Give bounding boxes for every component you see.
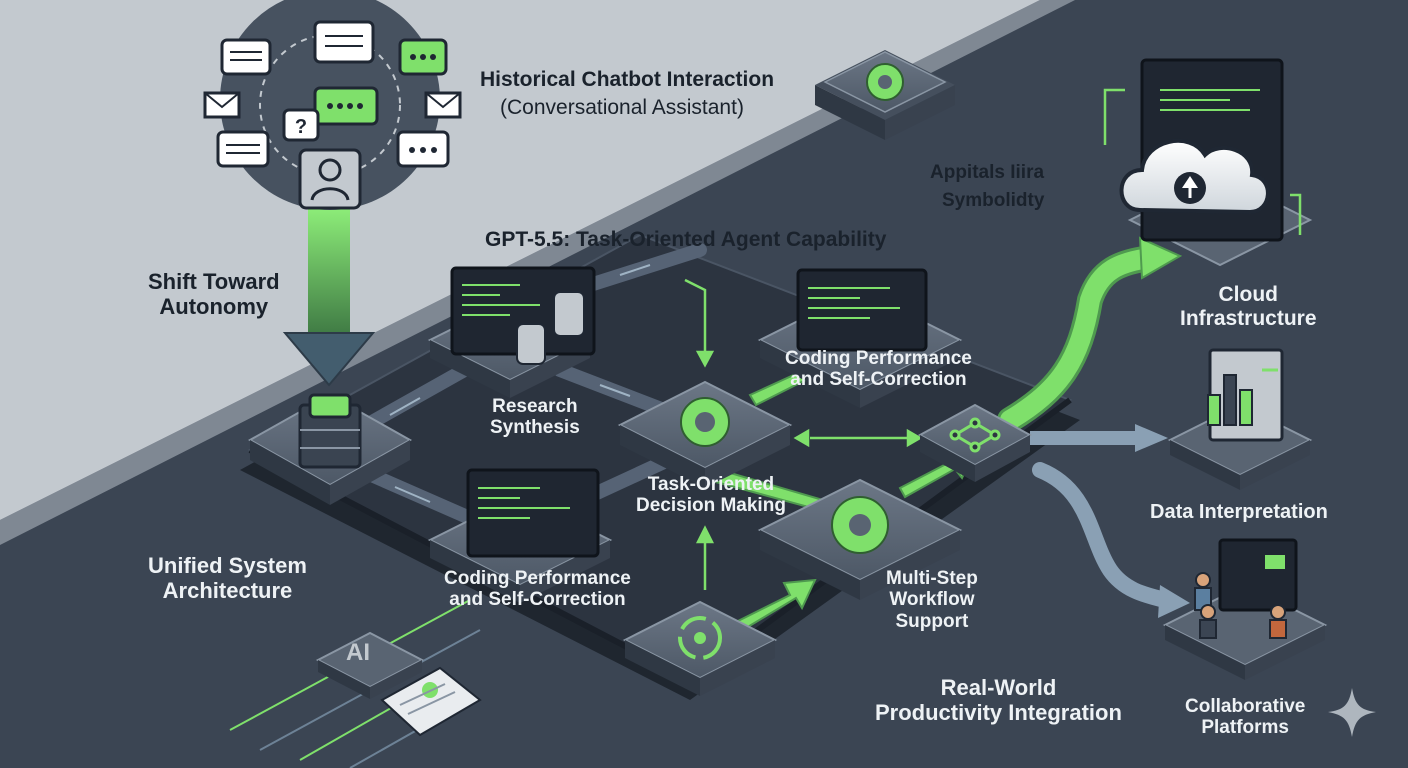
multistep-gear-tile <box>757 478 963 600</box>
database-icon <box>298 393 362 469</box>
historical-title: Historical Chatbot Interaction <box>480 68 775 91</box>
coding-top-line2: and Self-Correction <box>790 369 967 391</box>
network-tile <box>917 403 1033 482</box>
chat-bubble-icon <box>396 130 450 168</box>
sparkle-icon <box>1328 688 1376 737</box>
unified-line2: Architecture <box>162 577 293 603</box>
coding-bottom-line2: and Self-Correction <box>449 589 626 611</box>
coding-bottom-tile <box>427 468 613 603</box>
appitals-label: Appitals Iiira <box>930 162 1045 183</box>
database-tile <box>247 393 413 505</box>
symbolidty-label: Symbolidty <box>942 190 1045 211</box>
cloud-infrastructure-node <box>1103 58 1313 267</box>
collaborators-icon <box>1194 572 1287 639</box>
multistep-line2: Workflow <box>889 589 975 611</box>
task-line2: Decision Making <box>636 495 786 517</box>
cloud-upload-icon <box>1119 138 1270 215</box>
coding-top-line1: Coding Performance <box>785 348 972 369</box>
data-interpretation-node <box>1167 348 1313 490</box>
database-icon <box>516 291 585 365</box>
gear-icon <box>831 496 889 554</box>
multistep-line1: Multi-Step <box>886 568 978 589</box>
realworld-line2: Productivity Integration <box>875 699 1122 725</box>
chat-bubble-icon <box>216 130 270 168</box>
cloud-line1: Cloud <box>1218 283 1278 306</box>
user-icon <box>298 148 362 210</box>
multistep-line3: Support <box>895 610 969 632</box>
envelope-icon <box>203 91 241 119</box>
output-arrows <box>997 236 1190 618</box>
code-window-icon <box>796 268 928 352</box>
realworld-label: Real-World Productivity Integration <box>875 675 1122 725</box>
research-line2: Synthesis <box>490 417 580 439</box>
connector-highlights <box>389 264 651 503</box>
historical-subtitle: (Conversational Assistant) <box>500 96 744 119</box>
unified-line1: Unified System <box>148 553 307 578</box>
collaborative-platforms-node <box>1162 538 1328 680</box>
envelope-icon <box>424 91 462 119</box>
autonomy-arrow <box>282 205 376 387</box>
cycle-tile <box>622 600 778 696</box>
cloud-line2: Infrastructure <box>1180 306 1317 330</box>
bar-chart-icon <box>1207 374 1253 426</box>
cloud-label: Cloud Infrastructure <box>1180 283 1317 330</box>
question-bubble-icon: ? <box>282 108 320 142</box>
document-icon <box>380 666 482 737</box>
coding-top-label: Coding Performance and Self-Correction <box>785 348 972 391</box>
shift-label: Shift Toward Autonomy <box>148 269 280 319</box>
chat-bubble-icon <box>220 38 272 76</box>
collab-line2: Platforms <box>1201 717 1289 739</box>
data-interpretation-label: Data Interpretation <box>1150 501 1328 523</box>
ai-badge: AI <box>346 639 370 666</box>
gear-icon <box>866 63 904 101</box>
shift-line2: Autonomy <box>159 293 269 319</box>
coding-bottom-line1: Coding Performance <box>444 568 631 589</box>
decision-gear-tile <box>617 380 793 488</box>
chat-bubble-icon <box>313 20 375 64</box>
task-label: Task-Oriented Decision Making <box>636 474 786 517</box>
unified-label: Unified System Architecture <box>148 553 307 603</box>
ai-input-area <box>229 599 482 768</box>
gear-tile-top <box>815 50 955 140</box>
historical-chatbot-cluster: ? <box>203 0 462 210</box>
coding-bottom-label: Coding Performance and Self-Correction <box>444 568 631 611</box>
coding-top-tile <box>757 268 963 408</box>
collab-label: Collaborative Platforms <box>1185 696 1305 739</box>
code-window-icon <box>466 468 600 558</box>
gear-icon <box>680 397 730 447</box>
research-line1: Research <box>492 396 578 417</box>
multistep-label: Multi-Step Workflow Support <box>886 568 978 632</box>
research-tile <box>427 266 596 398</box>
collab-line1: Collaborative <box>1185 696 1306 717</box>
task-line1: Task-Oriented <box>647 474 775 495</box>
shift-line1: Shift Toward <box>148 269 280 294</box>
research-label: Research Synthesis <box>490 396 580 439</box>
realworld-line1: Real-World <box>940 675 1057 700</box>
svg-text:?: ? <box>295 116 307 138</box>
network-nodes-icon <box>949 417 1001 453</box>
chat-bubble-icon <box>398 38 448 76</box>
gpt-heading: GPT-5.5: Task-Oriented Agent Capability <box>485 228 887 251</box>
refresh-cycle-icon <box>678 616 722 660</box>
green-thin-arrows <box>684 278 923 590</box>
chat-bubble-icon <box>313 86 379 126</box>
